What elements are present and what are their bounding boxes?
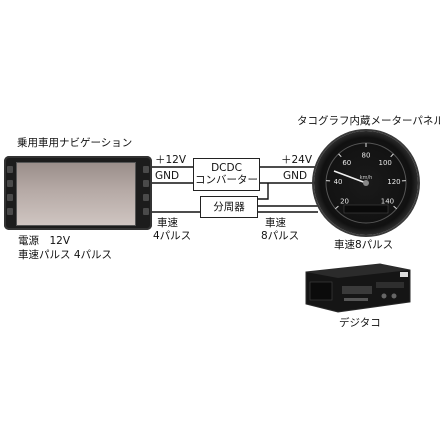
gnd-right-label: GND bbox=[283, 170, 308, 182]
gauge-tick-label: 140 bbox=[381, 197, 394, 205]
nav-screen bbox=[16, 162, 136, 226]
tachograph-meter-panel: 20 40 60 80 100 120 140 km/h bbox=[314, 131, 418, 235]
gauge-unit: km/h bbox=[360, 175, 373, 181]
gauge-tick-label: 20 bbox=[340, 197, 349, 205]
gauge-needle bbox=[333, 170, 367, 184]
nav-button-left-3 bbox=[7, 194, 13, 201]
tacho-panel-label: タコグラフ内蔵メーターパネル bbox=[297, 115, 440, 127]
plus24v-label: ＋24V bbox=[281, 154, 313, 166]
speed8-label-line2: 8パルス bbox=[261, 230, 300, 242]
nav-button-right-3 bbox=[143, 194, 149, 201]
digital-tachograph-unit bbox=[304, 258, 412, 314]
dcdc-label-line1: DCDC bbox=[211, 162, 242, 174]
gauge-hub bbox=[363, 180, 369, 186]
nav-speed-pulse-label: 車速パルス 4パルス bbox=[18, 249, 113, 261]
dcdc-label-line2: コンバーター bbox=[195, 174, 258, 187]
gauge-tick-label: 60 bbox=[342, 159, 351, 167]
gauge-tick-label: 120 bbox=[387, 178, 400, 186]
gauge-tick-label: 40 bbox=[334, 178, 343, 186]
nav-button-left-1 bbox=[7, 166, 13, 173]
frequency-divider-box: 分周器 bbox=[200, 196, 258, 218]
nav-button-right-1 bbox=[143, 166, 149, 173]
speedometer-dial: 20 40 60 80 100 120 140 km/h bbox=[325, 142, 407, 224]
plus12v-label: ＋12V bbox=[155, 154, 187, 166]
gauge-tick bbox=[338, 153, 342, 158]
nav-power-label: 電源 12V bbox=[18, 235, 71, 247]
gauge-tick bbox=[390, 153, 394, 158]
odometer-window bbox=[343, 204, 389, 214]
wire-gnd-divider bbox=[258, 183, 269, 200]
speed8-label-line1: 車速 bbox=[265, 217, 286, 229]
gnd-left-label: GND bbox=[155, 170, 180, 182]
gauge-tick-label: 100 bbox=[379, 159, 392, 167]
gauge-tick bbox=[393, 205, 397, 210]
nav-button-right-2 bbox=[143, 180, 149, 187]
gauge-tick bbox=[335, 205, 339, 210]
digital-tacho-label: デジタコ bbox=[339, 317, 381, 329]
divider-label: 分周器 bbox=[213, 201, 245, 213]
speed4-label-line2: 4パルス bbox=[153, 230, 192, 242]
nav-button-left-2 bbox=[7, 180, 13, 187]
gauge-tick-label: 80 bbox=[362, 152, 371, 160]
speed8-pulse-label: 車速8パルス bbox=[334, 239, 394, 251]
car-navigation-unit bbox=[4, 156, 152, 230]
speed4-label-line1: 車速 bbox=[157, 217, 178, 229]
nav-button-right-4 bbox=[143, 208, 149, 215]
nav-button-left-4 bbox=[7, 208, 13, 215]
nav-title: 乗用車用ナビゲーション bbox=[17, 137, 133, 149]
dcdc-converter-box: DCDC コンバーター bbox=[193, 158, 260, 191]
